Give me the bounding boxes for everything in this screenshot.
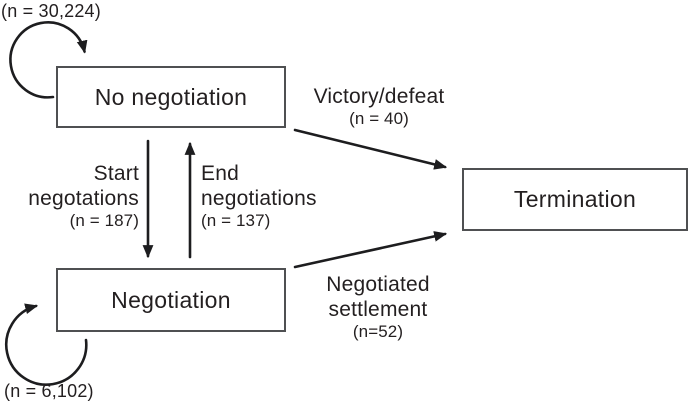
- node-termination-label: Termination: [513, 186, 637, 212]
- label-end-negotiations: End negotiations (n = 137): [201, 161, 317, 230]
- label-start-negotiations-line2: negotations: [28, 187, 139, 210]
- label-end-negotiations-count: (n = 137): [201, 211, 271, 230]
- label-self-loop-negotiation-count: (n = 6,102): [4, 381, 94, 401]
- label-victory-defeat-count: (n = 40): [349, 109, 409, 128]
- self-loop-negotiation-arrow: [4, 303, 88, 386]
- node-negotiation-label: Negotiation: [111, 286, 231, 313]
- victory-defeat-arrow: [293, 128, 448, 170]
- node-negotiation: Negotiation: [56, 268, 286, 332]
- label-start-negotiations-line1: Start: [93, 162, 139, 185]
- negotiated-settlement-arrow: [293, 231, 448, 269]
- node-no-negotiation: No negotiation: [56, 66, 286, 128]
- node-termination: Termination: [462, 168, 688, 231]
- label-victory-defeat-line1: Victory/defeat: [313, 85, 445, 108]
- label-negotiated-settlement: Negotiated settlement (n=52): [268, 272, 488, 341]
- label-victory-defeat: Victory/defeat (n = 40): [269, 84, 489, 128]
- label-end-negotiations-line2: negotiations: [201, 187, 317, 210]
- node-no-negotiation-label: No negotiation: [94, 83, 248, 110]
- self-loop-no-negotiation-arrow: [9, 21, 88, 99]
- label-end-negotiations-line1: End: [201, 162, 239, 185]
- label-negotiated-settlement-count: (n=52): [352, 322, 404, 341]
- label-start-negotiations: Start negotations (n = 187): [0, 161, 139, 230]
- label-negotiated-settlement-line1: Negotiated: [326, 273, 430, 296]
- label-start-negotiations-count: (n = 187): [69, 211, 139, 230]
- label-self-loop-no-negotiation-count: (n = 30,224): [1, 1, 101, 21]
- label-negotiated-settlement-line2: settlement: [328, 298, 428, 321]
